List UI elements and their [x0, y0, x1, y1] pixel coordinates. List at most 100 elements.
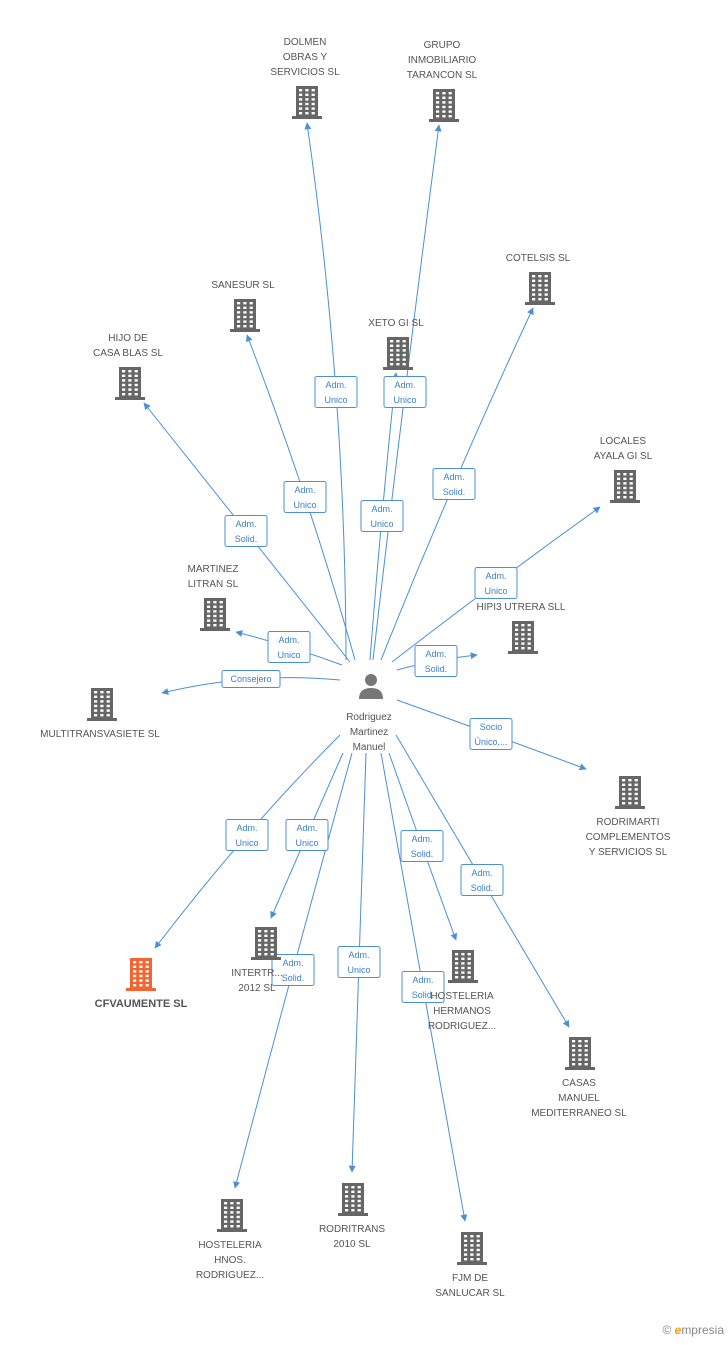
relation-label-box [474, 567, 518, 599]
relation-label-text: Solid. [443, 487, 466, 497]
company-name-line: LITRAN SL [188, 579, 239, 590]
building-icon [525, 272, 555, 305]
relation-label[interactable]: Adm.Unico [314, 376, 358, 408]
company-name-line: RODRIGUEZ... [196, 1270, 264, 1281]
relation-label-text: Adm. [278, 635, 299, 645]
relation-label[interactable]: Adm.Unico [267, 631, 311, 663]
center-name-line: Rodriguez [346, 712, 392, 723]
relation-label-text: Unico [484, 586, 507, 596]
company-name-line: XETO GI SL [368, 318, 424, 329]
relation-label-box [469, 718, 513, 750]
relation-label[interactable]: Adm. Solid. [224, 515, 268, 547]
building-icon [338, 1183, 368, 1216]
relation-label-text: Unico [370, 519, 393, 529]
company-node[interactable]: XETO GI SL [368, 318, 424, 370]
relation-label[interactable]: Adm.Solid. [400, 830, 444, 862]
company-name-line: MEDITERRANEO SL [531, 1108, 627, 1119]
relation-label-text: Adm. [294, 485, 315, 495]
relation-label[interactable]: Adm.Solid. [432, 468, 476, 500]
relation-label[interactable]: Adm.Solid. [401, 971, 445, 1003]
company-node[interactable]: CFVAUMENTE SL [95, 958, 188, 1010]
relation-label-text: Consejero [230, 674, 271, 684]
relation-label-text: Solid. [425, 664, 448, 674]
company-name-line: HNOS. [214, 1255, 246, 1266]
relation-label-text: Unico [347, 965, 370, 975]
company-node[interactable]: COTELSIS SL [506, 253, 571, 305]
relation-label-text: Solid. [411, 849, 434, 859]
company-name-line: OBRAS Y [283, 52, 328, 63]
company-name-line: FJM DE [452, 1273, 488, 1284]
company-name-line: CASAS [562, 1078, 596, 1089]
relation-label-text: Solid. [235, 534, 258, 544]
relation-label-box [271, 954, 315, 986]
company-name-line: MANUEL [558, 1093, 600, 1104]
relation-label-box [285, 819, 329, 851]
relation-label[interactable]: Adm. Unico [283, 481, 327, 513]
center-name-line: Manuel [353, 742, 386, 753]
relation-label-text: Adm. [412, 975, 433, 985]
company-name-line: HIPI3 UTRERA SLL [477, 602, 566, 613]
building-icon [126, 958, 156, 991]
building-icon [230, 299, 260, 332]
building-icon [457, 1232, 487, 1265]
relation-label[interactable]: Adm.Unico [360, 500, 404, 532]
relation-label-box [221, 670, 281, 688]
company-node[interactable]: CASAS MANUEL MEDITERRANEO SL [531, 1037, 627, 1119]
relation-label[interactable]: Adm.Unico [383, 376, 427, 408]
relation-label-text: Unico [293, 500, 316, 510]
relation-label[interactable]: Adm.Solid. [271, 954, 315, 986]
copyright-symbol: © [662, 1323, 672, 1337]
relation-label-text: Adm. [282, 958, 303, 968]
relation-label-text: Adm. [425, 649, 446, 659]
company-name-line: RODRIGUEZ... [428, 1021, 496, 1032]
building-icon [200, 598, 230, 631]
company-name-line: COTELSIS SL [506, 253, 571, 264]
relation-label[interactable]: Adm.Solid. [460, 864, 504, 896]
company-node[interactable]: HOSTELERIAHERMANOSRODRIGUEZ... [428, 950, 496, 1032]
relation-label[interactable]: Adm.Unico [225, 819, 269, 851]
brand-name: mpresia [681, 1323, 724, 1337]
relation-label-box [225, 819, 269, 851]
relation-label[interactable]: SocioÚnico,... [469, 718, 513, 750]
relation-label-box [414, 645, 458, 677]
company-node[interactable]: SANESUR SL [211, 280, 275, 332]
relation-label-box [337, 946, 381, 978]
relation-label-text: Adm. [235, 519, 256, 529]
relation-label-text: Único,... [474, 737, 507, 747]
relation-label-box [314, 376, 358, 408]
building-icon [610, 470, 640, 503]
company-node[interactable]: HIPI3 UTRERA SLL [477, 602, 566, 654]
company-node[interactable]: MULTITRANSVASIETE SL [40, 688, 160, 740]
company-name-line: INTERTR... [231, 968, 282, 979]
company-name-line: LOCALES [600, 436, 646, 447]
relation-label-text: Unico [324, 395, 347, 405]
relation-label[interactable]: Adm.Unico [337, 946, 381, 978]
center-person-node[interactable]: Rodriguez Martinez Manuel [346, 674, 392, 753]
company-node[interactable]: HOSTELERIAHNOS.RODRIGUEZ... [196, 1199, 264, 1281]
building-icon [115, 367, 145, 400]
relation-label[interactable]: Adm.Unico [474, 567, 518, 599]
relation-label[interactable]: Adm.Unico [285, 819, 329, 851]
relation-label-text: Adm. [394, 380, 415, 390]
company-name-line: HERMANOS [433, 1006, 491, 1017]
company-name-line: HIJO DE [108, 333, 148, 344]
company-name-line: MULTITRANSVASIETE SL [40, 729, 160, 740]
relation-label-box [460, 864, 504, 896]
relation-label-box [400, 830, 444, 862]
relation-label-box [283, 481, 327, 513]
company-node[interactable]: INTERTR...2012 SL [231, 927, 283, 994]
relation-label[interactable]: Consejero [221, 670, 281, 688]
person-icon [359, 674, 383, 699]
company-name-line: INMOBILIARIO [408, 55, 477, 66]
company-name-line: RODRIMARTI [596, 817, 659, 828]
relation-label[interactable]: Adm. Solid. [414, 645, 458, 677]
